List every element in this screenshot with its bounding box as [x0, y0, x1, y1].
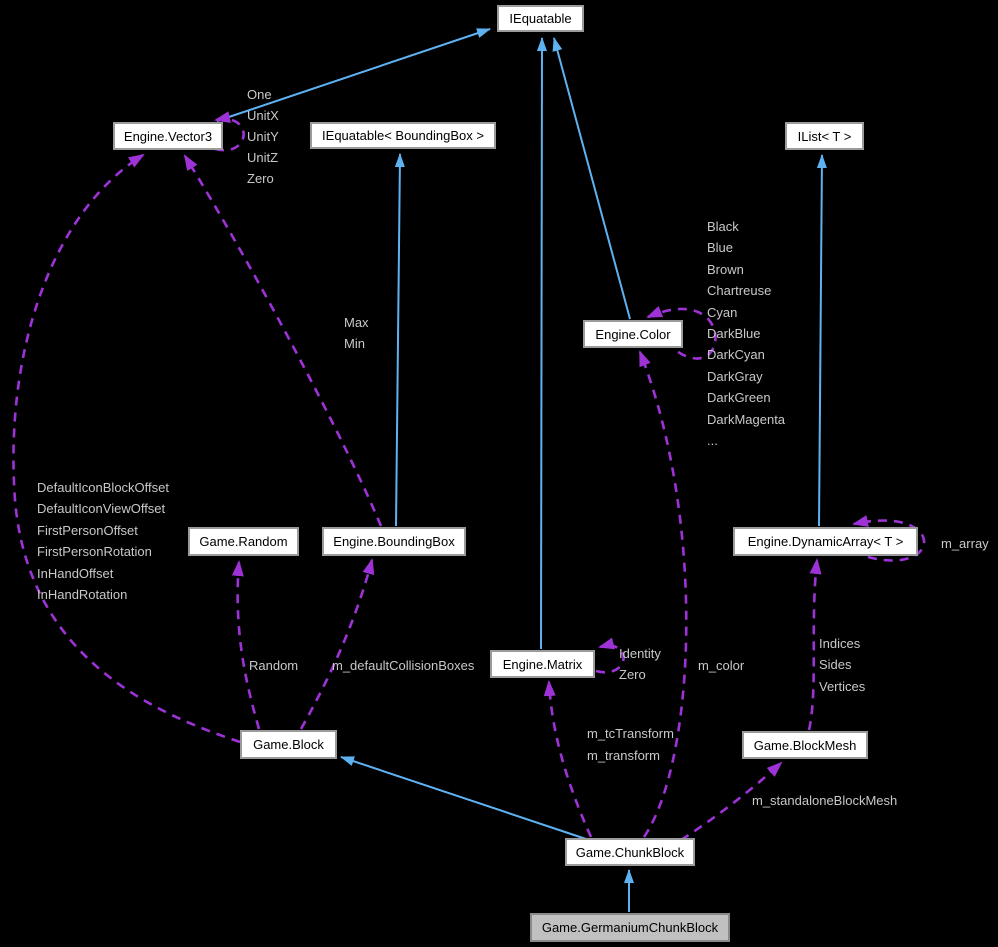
edge-label: DefaultIconViewOffset — [37, 501, 166, 517]
edge-label: DefaultIconBlockOffset — [37, 480, 169, 495]
node-ilist-t[interactable]: IList< T > — [785, 122, 864, 150]
edge-label: Zero — [619, 667, 646, 682]
node-engine-color[interactable]: Engine.Color — [583, 320, 683, 348]
edge-label: Sides — [819, 657, 852, 673]
edge-label: UnitX — [247, 108, 279, 123]
label-dynamicarray-self-member: m_array — [941, 536, 989, 551]
edge-label: Cyan — [707, 304, 738, 320]
edge-label: Indices — [819, 636, 861, 651]
edge-label: UnitZ — [247, 150, 279, 165]
edge-boundingbox-vector3 — [183, 154, 383, 527]
label-boundingbox-vector3-members: Max Min — [344, 312, 369, 354]
edge-block-vector3 — [12, 153, 241, 744]
node-game-blockmesh[interactable]: Game.BlockMesh — [742, 731, 868, 759]
edge-color-iequatable — [552, 37, 631, 320]
label-chunkblock-blockmesh-member: m_standaloneBlockMesh — [752, 793, 898, 808]
node-engine-dynamicarray-t[interactable]: Engine.DynamicArray< T > — [733, 527, 918, 556]
edge-label: ... — [707, 433, 718, 449]
edge-label: Min — [344, 336, 365, 351]
edge-chunkblock-matrix — [543, 680, 593, 838]
edge-block-boundingbox — [299, 558, 375, 730]
edge-blockmesh-dynamicarray — [807, 558, 822, 731]
node-game-germaniumchunkblock: Game.GermaniumChunkBlock — [530, 913, 730, 942]
edge-label: DarkGray — [707, 368, 763, 384]
edge-chunkblock-color — [638, 350, 688, 838]
edge-label: m_tcTransform — [587, 726, 674, 741]
label-vector3-static-members: One UnitX UnitY UnitZ Zero — [247, 84, 279, 189]
edge-label: Chartreuse — [707, 283, 772, 299]
edge-label: m_transform — [587, 748, 660, 763]
label-blockmesh-dynamicarray-members: Indices Sides Vertices — [819, 633, 865, 697]
edge-label: One — [247, 87, 272, 102]
edge-label: FirstPersonOffset — [37, 522, 138, 538]
label-block-vector3-members: DefaultIconBlockOffset DefaultIconViewOf… — [37, 477, 169, 605]
edge-label: Identity — [619, 646, 661, 661]
edge-label: Max — [344, 315, 369, 330]
edge-dynamicarray-ilist — [816, 154, 827, 527]
edge-dynamicarray-self-loop — [852, 515, 926, 562]
label-chunkblock-matrix-members: m_tcTransform m_transform — [587, 723, 674, 767]
node-game-block[interactable]: Game.Block — [240, 730, 337, 759]
edge-label: DarkCyan — [707, 347, 765, 363]
label-matrix-static-members: Identity Zero — [619, 643, 661, 685]
edge-matrix-self-loop — [595, 637, 625, 674]
edge-matrix-iequatable — [536, 37, 547, 650]
node-game-random[interactable]: Game.Random — [188, 527, 299, 556]
edge-label: Black — [707, 219, 739, 234]
node-iequatable[interactable]: IEquatable — [497, 5, 584, 32]
label-color-static-members: Black Blue Brown Chartreuse Cyan DarkBlu… — [707, 216, 785, 451]
edge-label: DarkGreen — [707, 390, 771, 406]
edge-label: UnitY — [247, 129, 279, 144]
edge-block-random — [231, 560, 261, 730]
node-game-chunkblock[interactable]: Game.ChunkBlock — [565, 838, 695, 866]
edge-label: Vertices — [819, 678, 866, 694]
node-engine-matrix[interactable]: Engine.Matrix — [490, 650, 595, 678]
edge-vector3-iequatable — [216, 28, 491, 122]
label-block-random-member: Random — [249, 658, 299, 673]
edge-label: InHandOffset — [37, 565, 114, 581]
edge-vector3-self-loop — [214, 111, 245, 152]
edge-boundingbox-iequatableboundingbox — [394, 153, 405, 527]
edge-label: DarkBlue — [707, 326, 761, 342]
label-chunkblock-color-member: m_color — [698, 658, 745, 673]
node-engine-vector3[interactable]: Engine.Vector3 — [113, 122, 223, 150]
edge-label: Brown — [707, 261, 744, 277]
edge-label: InHandRotation — [37, 587, 128, 603]
edge-color-self-loop — [646, 306, 717, 360]
node-iequatable-boundingbox[interactable]: IEquatable< BoundingBox > — [310, 122, 496, 149]
edge-chunkblock-block — [340, 756, 587, 840]
edge-label: Zero — [247, 171, 274, 186]
edge-label: Blue — [707, 240, 734, 256]
edge-label: FirstPersonRotation — [37, 544, 152, 560]
edge-label: DarkMagenta — [707, 411, 786, 427]
node-engine-boundingbox[interactable]: Engine.BoundingBox — [322, 527, 466, 556]
label-block-boundingbox-member: m_defaultCollisionBoxes — [332, 658, 475, 673]
